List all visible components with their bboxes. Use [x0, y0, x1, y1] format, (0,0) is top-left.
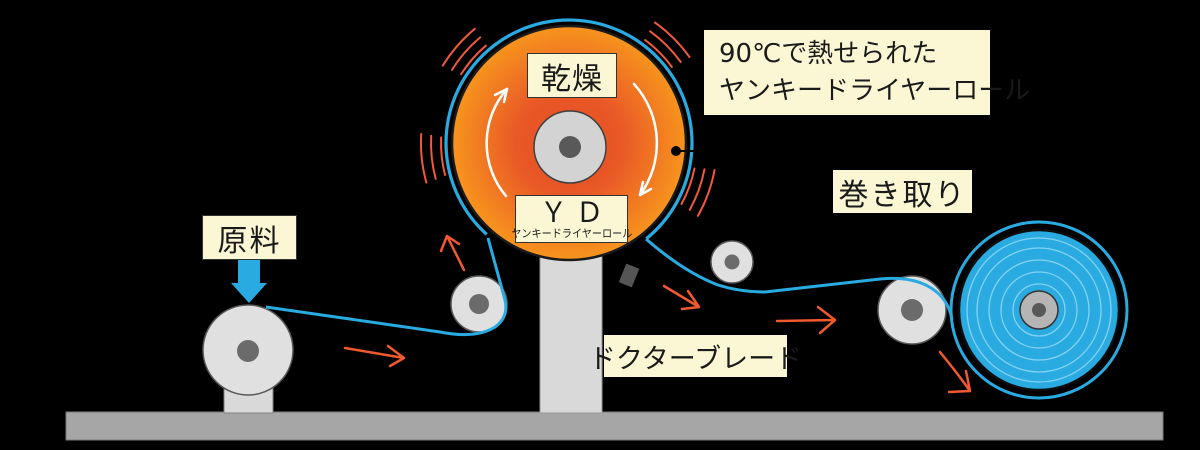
feed-arrow-down: [231, 258, 267, 303]
heat-waves: [419, 21, 716, 217]
windup-roll-group: [949, 220, 1129, 400]
label-leader-dot: [671, 146, 681, 156]
drying-label: 乾燥: [527, 53, 617, 98]
heat-wave-west: [419, 132, 447, 184]
heat-wave-northeast: [644, 21, 691, 68]
doctor-blade-shape: [618, 263, 640, 288]
flow-arrow-2: [439, 234, 466, 272]
yd-full-text: ヤンキードライヤーロール: [510, 227, 633, 240]
guide-roller-axle: [469, 294, 489, 314]
heated-note-line1: 90℃で熱せられた: [719, 38, 938, 69]
raw-material-text: 原料: [217, 223, 282, 259]
heated-note-label: 90℃で熱せられた ヤンキードライヤーロール: [702, 28, 1030, 117]
doctor-blade-label: ドクターブレード: [589, 335, 802, 377]
yankee-dryer-label: ＹＤ ヤンキードライヤーロール: [511, 195, 632, 243]
floor: [65, 411, 1164, 441]
press-roller-axle: [724, 254, 740, 270]
paper-wrap-arc: [444, 18, 694, 240]
heat-wave-east: [680, 167, 716, 217]
raw-material-label: 原料: [202, 215, 297, 260]
supply-roller-axle: [237, 340, 259, 362]
reel-drum-axle: [901, 299, 923, 321]
rotation-arrow-left: [485, 87, 509, 198]
windup-roll-axle: [1032, 303, 1046, 317]
flow-arrow-3: [662, 284, 701, 311]
flow-arrows: [343, 234, 972, 394]
paper-web-right: [645, 237, 954, 321]
doctor-blade-text: ドクターブレード: [588, 343, 803, 375]
label-leader: [671, 146, 700, 156]
flow-arrow-4: [775, 305, 837, 335]
drying-text: 乾燥: [541, 61, 603, 97]
flow-arrow-1: [343, 344, 406, 368]
winding-label: 巻き取り: [833, 170, 972, 213]
heated-note-line2: ヤンキードライヤーロール: [719, 75, 1031, 106]
windup-roll-paper-wrap: [949, 220, 1129, 400]
heat-wave-northwest: [441, 27, 487, 76]
yankee-dryer-axle: [559, 136, 581, 158]
paper-web-left: [265, 237, 508, 337]
rotation-arrow-right: [632, 82, 659, 197]
yankee-dryer-stand: [539, 249, 603, 414]
flow-arrow-5: [938, 350, 972, 394]
winding-text: 巻き取り: [838, 177, 967, 213]
yd-abbr-text: ＹＤ: [539, 196, 612, 229]
